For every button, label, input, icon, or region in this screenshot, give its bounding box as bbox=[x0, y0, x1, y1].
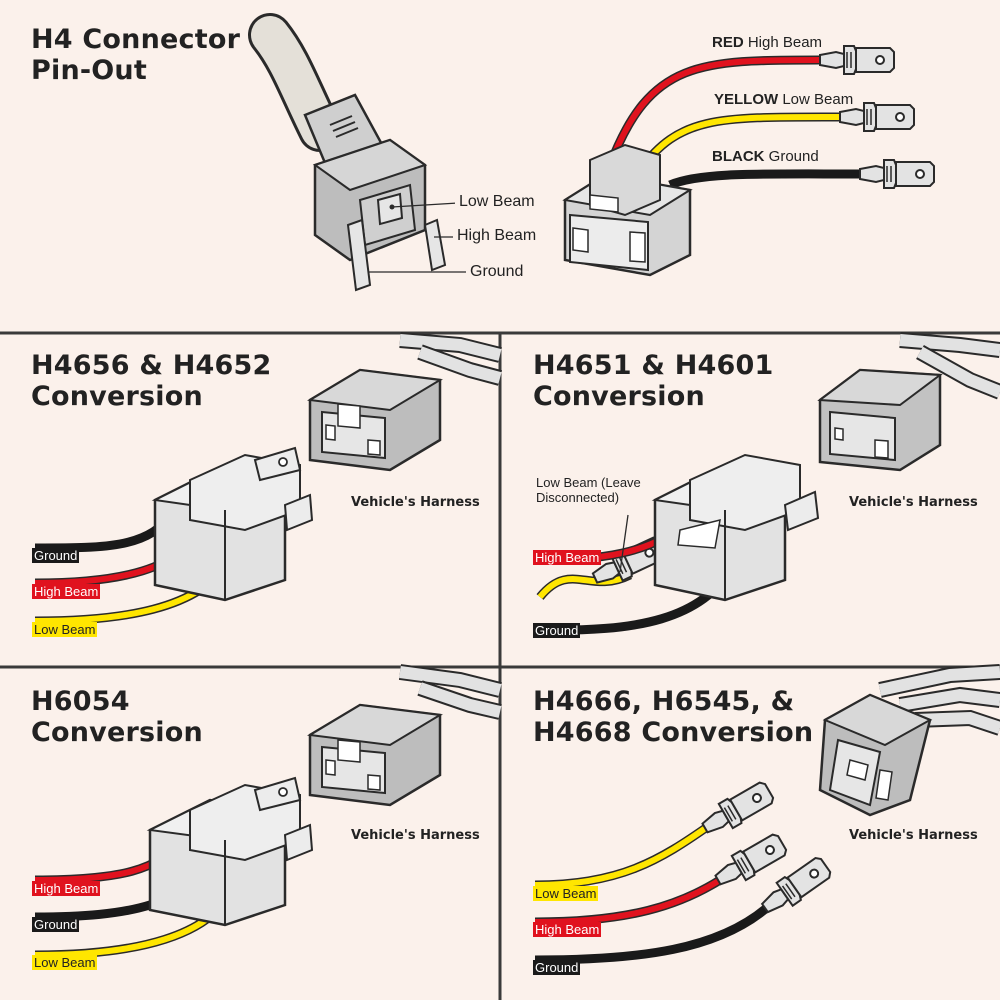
harness-socket-3 bbox=[307, 664, 502, 807]
panel-1-tag-high-beam: High Beam bbox=[32, 584, 101, 599]
wire-function-black: Ground bbox=[768, 148, 819, 165]
panel-4-tag-low-beam: Low Beam bbox=[533, 886, 599, 901]
pinout-title-line1: H4 Connector bbox=[31, 24, 241, 55]
panel-3-tag-high-beam: High Beam bbox=[32, 881, 101, 896]
wire-label-red: RED High Beam bbox=[712, 34, 822, 51]
panel-1-tag-low-beam: Low Beam bbox=[32, 622, 98, 637]
wire-label-black: BLACK Ground bbox=[712, 148, 819, 165]
panel-3-tag-ground: Ground bbox=[32, 917, 80, 932]
panel-2-tag-high-beam: High Beam bbox=[533, 550, 602, 565]
panel-2-title: H4651 & H4601 Conversion bbox=[533, 350, 773, 412]
panel-2-harness-label: Vehicle's Harness bbox=[849, 495, 978, 510]
wire-color-red: RED bbox=[712, 34, 744, 51]
pin-label-ground: Ground bbox=[466, 263, 528, 281]
harness-socket-2 bbox=[817, 332, 1000, 472]
panel-2-title-line1: H4651 & H4601 bbox=[533, 350, 774, 381]
loose-terminals-4 bbox=[534, 777, 835, 965]
panel-1-title-line1: H4656 & H4652 bbox=[31, 350, 272, 381]
bulb-base-3 bbox=[34, 776, 314, 960]
panel-2-note: Low Beam (Leave Disconnected) bbox=[536, 475, 641, 505]
panel-3-title: H6054 Conversion bbox=[31, 686, 203, 748]
panel-4-tag-high-beam: High Beam bbox=[533, 922, 602, 937]
pinout-title: H4 Connector Pin-Out bbox=[31, 24, 240, 86]
panel-2-tag-ground: Ground bbox=[533, 623, 581, 638]
wire-color-yellow: YELLOW bbox=[714, 91, 779, 108]
wire-label-yellow: YELLOW Low Beam bbox=[714, 91, 853, 108]
panel-4-title-line2: H4668 Conversion bbox=[533, 717, 814, 748]
panel-3-tag-low-beam: Low Beam bbox=[32, 955, 98, 970]
panel-3-harness-label: Vehicle's Harness bbox=[351, 828, 480, 843]
harness-socket-1 bbox=[307, 332, 503, 472]
panel-4-title-line1: H4666, H6545, & bbox=[533, 686, 795, 717]
socket-with-leads-illustration bbox=[562, 45, 935, 277]
panel-1-harness-label: Vehicle's Harness bbox=[351, 495, 480, 510]
pin-label-high-beam: High Beam bbox=[453, 227, 541, 245]
panel-4-harness-label: Vehicle's Harness bbox=[849, 828, 978, 843]
bulb-base-1 bbox=[34, 446, 314, 626]
panel-4-title: H4666, H6545, & H4668 Conversion bbox=[533, 686, 813, 748]
panel-4-tag-ground: Ground bbox=[533, 960, 581, 975]
wire-color-black: BLACK bbox=[712, 148, 765, 165]
pinout-title-line2: Pin-Out bbox=[31, 55, 147, 86]
pin-label-low-beam: Low Beam bbox=[455, 193, 539, 211]
panel-3-title-line1: H6054 bbox=[31, 686, 130, 717]
panel-3-title-line2: Conversion bbox=[31, 717, 203, 748]
wire-function-yellow: Low Beam bbox=[782, 91, 854, 108]
bulb-plug-illustration bbox=[248, 13, 470, 292]
panel-1-title: H4656 & H4652 Conversion bbox=[31, 350, 271, 412]
panel-1-title-line2: Conversion bbox=[31, 381, 203, 412]
harness-socket-4 bbox=[818, 664, 1000, 817]
panel-2-title-line2: Conversion bbox=[533, 381, 705, 412]
panel-1-tag-ground: Ground bbox=[32, 548, 80, 563]
wire-function-red: High Beam bbox=[747, 34, 823, 51]
